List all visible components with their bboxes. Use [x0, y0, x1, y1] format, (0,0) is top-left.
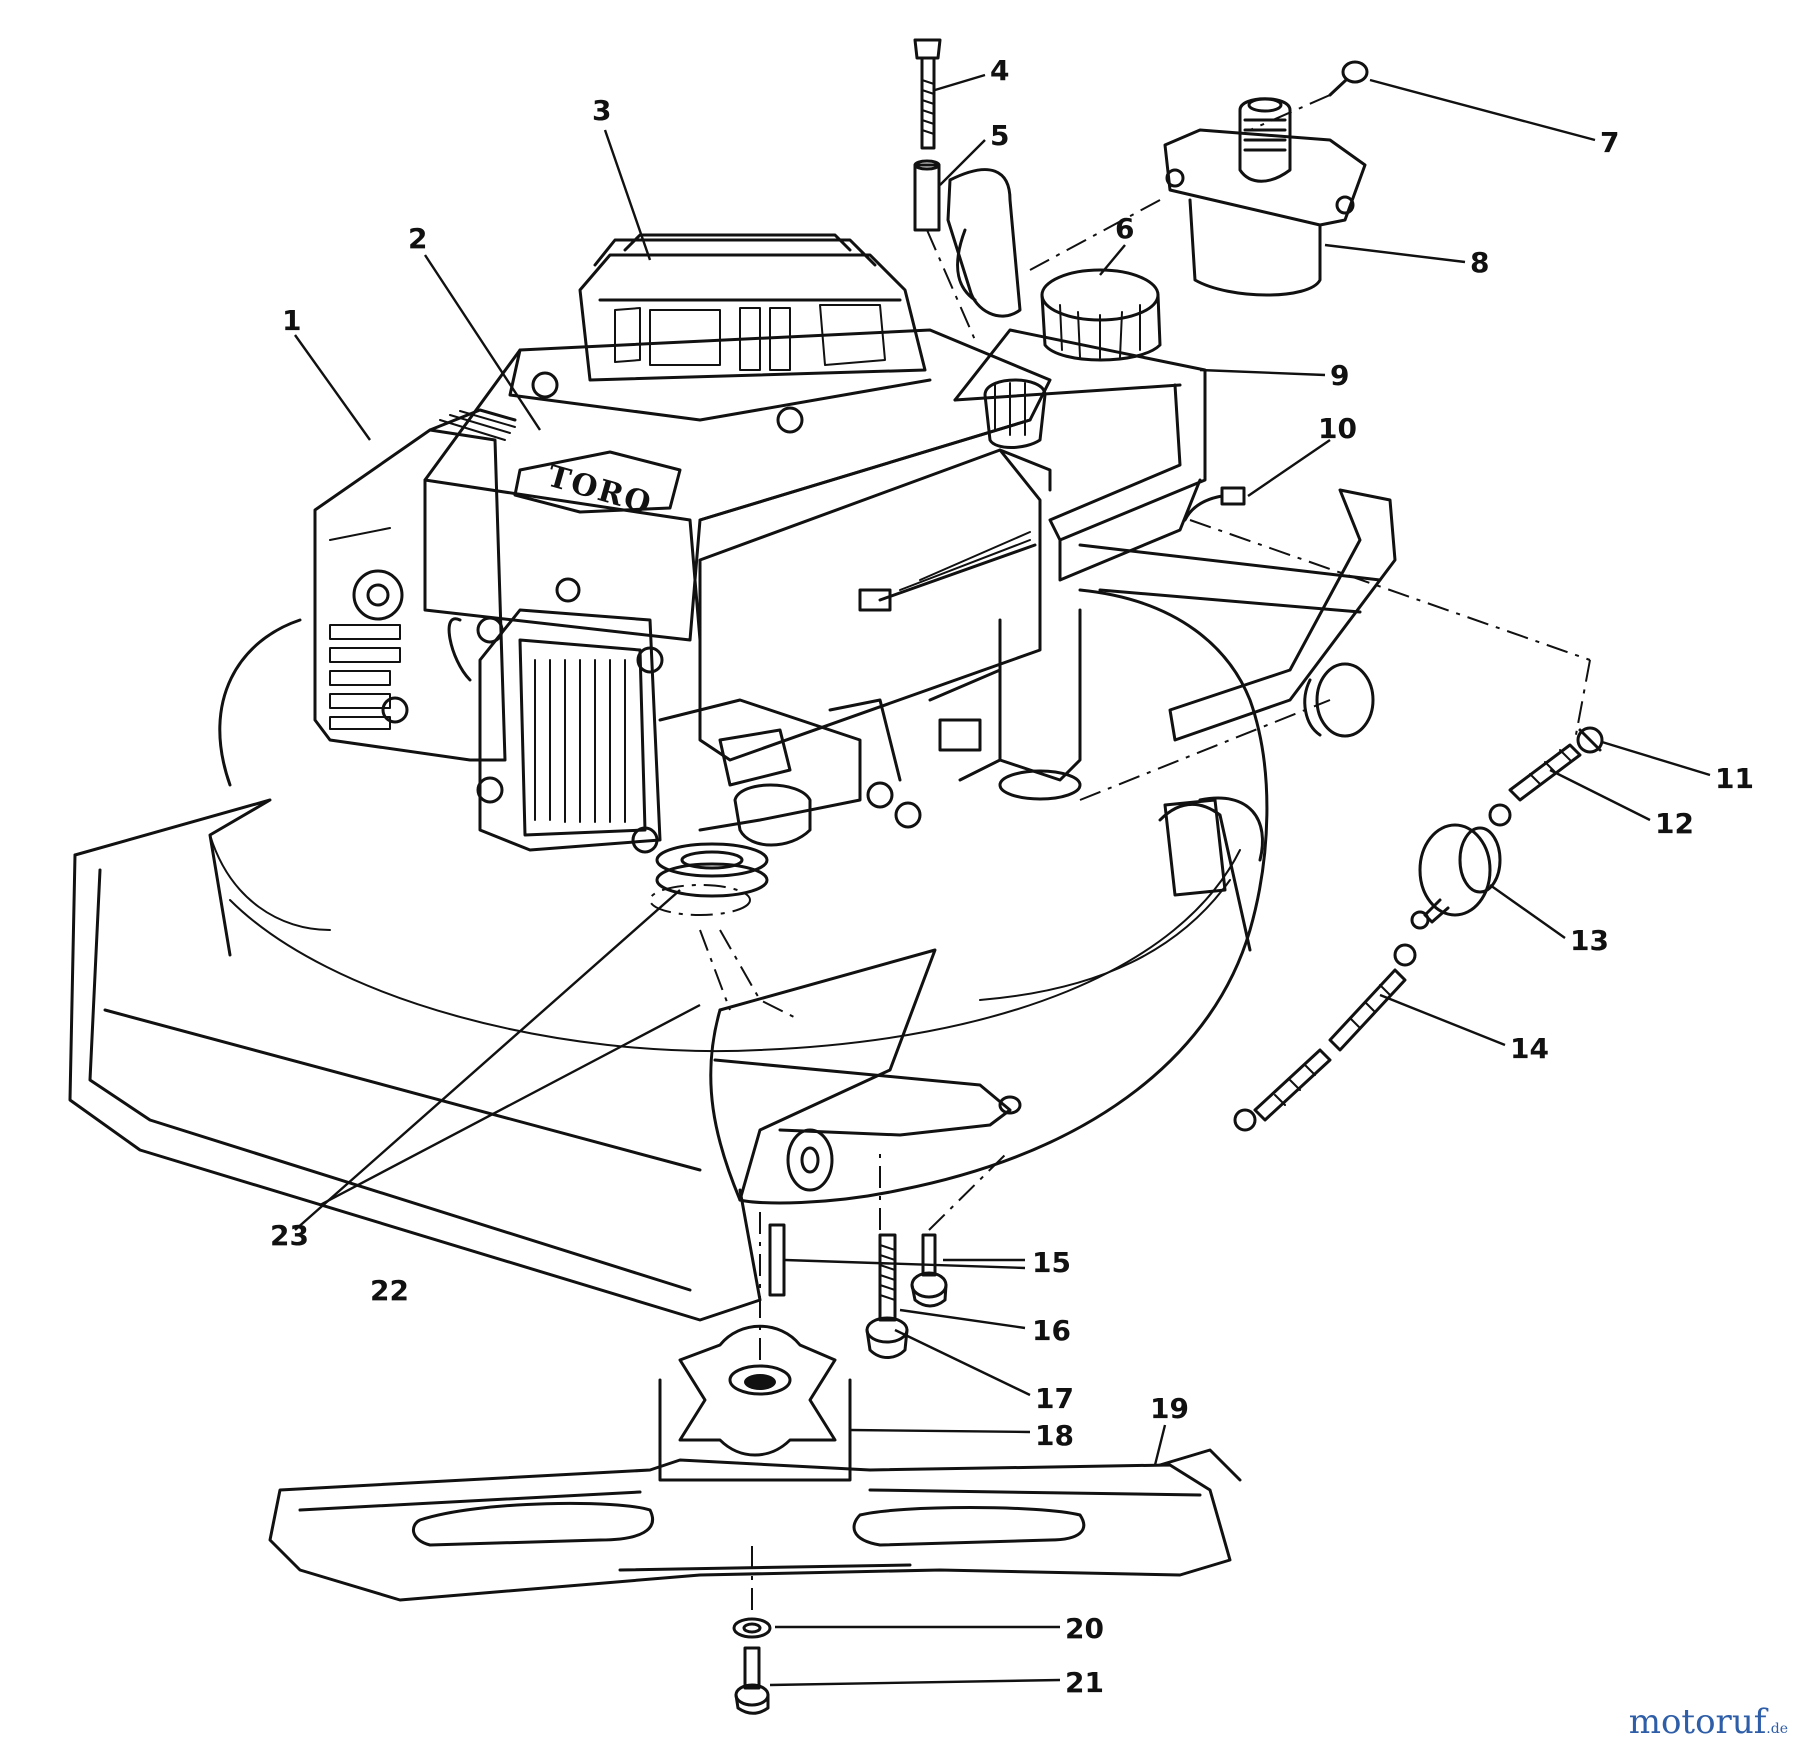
- callout-15: 15: [1032, 1246, 1071, 1279]
- pulley: [649, 842, 801, 1021]
- callout-9: 9: [1330, 359, 1349, 392]
- brand-logo-text: TORO: [543, 459, 656, 522]
- watermark-brand: motoruf: [1628, 1702, 1767, 1742]
- callout-6: 6: [1115, 212, 1134, 245]
- engine-side-housing: [313, 408, 517, 762]
- carburetor-cover: [698, 448, 1082, 801]
- callout-20: 20: [1065, 1612, 1104, 1645]
- callout-19: 19: [1150, 1392, 1189, 1425]
- callout-1: 1: [282, 304, 301, 337]
- callout-labels: 1 2 3 4 5 6 7 8 9 10 11 12 13 14 15 16 1…: [270, 54, 1754, 1699]
- crankcase: [658, 698, 922, 847]
- callout-8: 8: [1470, 246, 1489, 279]
- bolt-16: [865, 1233, 909, 1359]
- fuel-tank: [953, 268, 1207, 582]
- engine: TORO: [313, 233, 1207, 1021]
- callout-13: 13: [1570, 924, 1609, 957]
- fuel-line-assembly: [1233, 726, 1604, 1132]
- key-17: [768, 1223, 786, 1297]
- bolt-4: [913, 38, 942, 150]
- callout-7: 7: [1600, 126, 1619, 159]
- callout-12: 12: [1655, 807, 1694, 840]
- muffler: [447, 608, 664, 854]
- callout-18: 18: [1035, 1419, 1074, 1452]
- starter-motor: [1163, 97, 1367, 297]
- callout-17: 17: [1035, 1382, 1074, 1415]
- callout-16: 16: [1032, 1314, 1071, 1347]
- callout-22: 22: [370, 1274, 409, 1307]
- watermark-tld: .de: [1766, 1721, 1788, 1737]
- assembly-lines: [751, 94, 1591, 1610]
- leader-lines: [294, 73, 1711, 1687]
- callout-11: 11: [1715, 762, 1754, 795]
- blade: [268, 1448, 1242, 1602]
- callout-10: 10: [1318, 412, 1357, 445]
- callout-5: 5: [990, 119, 1009, 152]
- bolt-21: [734, 1646, 770, 1715]
- screw-15: [910, 1233, 948, 1308]
- callout-21: 21: [1065, 1666, 1104, 1699]
- callout-23: 23: [270, 1219, 309, 1252]
- spacer-5: [913, 159, 1022, 318]
- callout-14: 14: [1510, 1032, 1549, 1065]
- watermark-logo: motoruf.de: [1629, 1702, 1788, 1742]
- screw-7: [1328, 60, 1369, 97]
- callout-2: 2: [408, 222, 427, 255]
- mower-deck: [68, 488, 1397, 1322]
- air-filter-cover: [531, 233, 927, 434]
- callout-4: 4: [990, 54, 1009, 87]
- washer-20: [732, 1617, 772, 1639]
- callout-3: 3: [592, 94, 611, 127]
- clip-10: [1183, 486, 1246, 522]
- blade-adapter: [658, 1324, 852, 1482]
